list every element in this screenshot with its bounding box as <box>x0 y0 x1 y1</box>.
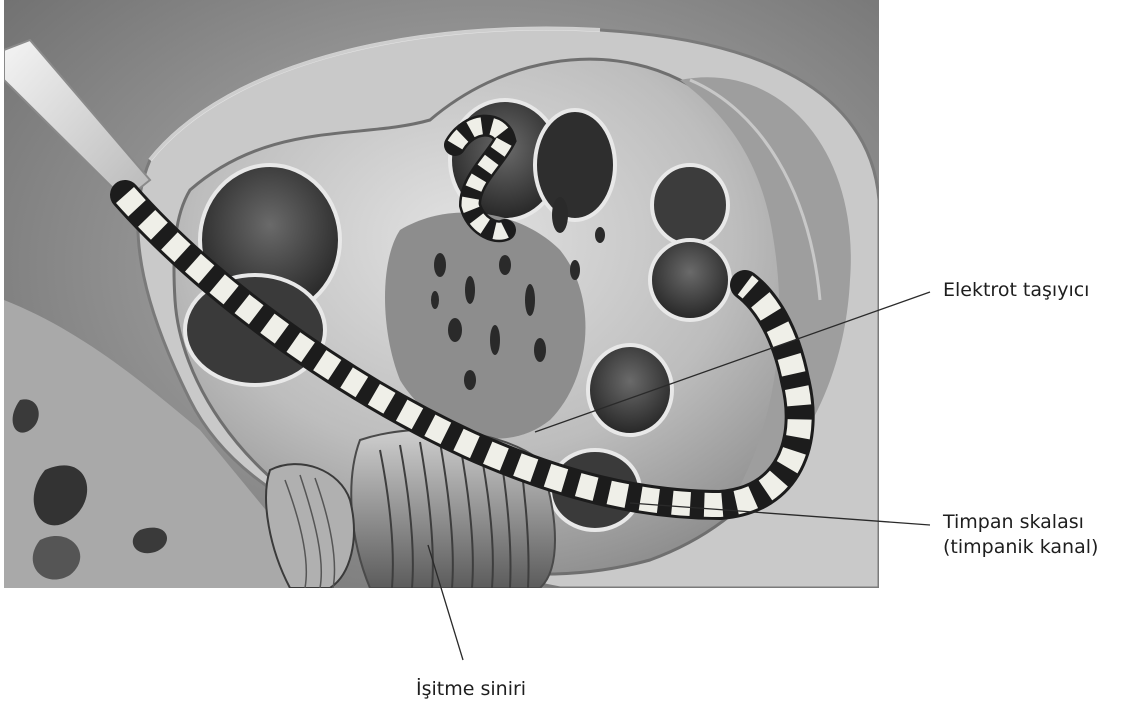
label-scala-tympani-line1: Timpan skalası <box>943 510 1098 535</box>
label-auditory-nerve: İşitme siniri <box>416 677 526 702</box>
label-scala-tympani: Timpan skalası (timpanik kanal) <box>943 510 1098 560</box>
label-electrode-carrier: Elektrot taşıyıcı <box>943 278 1089 303</box>
label-scala-tympani-line2: (timpanik kanal) <box>943 535 1098 560</box>
illustration <box>4 0 879 588</box>
